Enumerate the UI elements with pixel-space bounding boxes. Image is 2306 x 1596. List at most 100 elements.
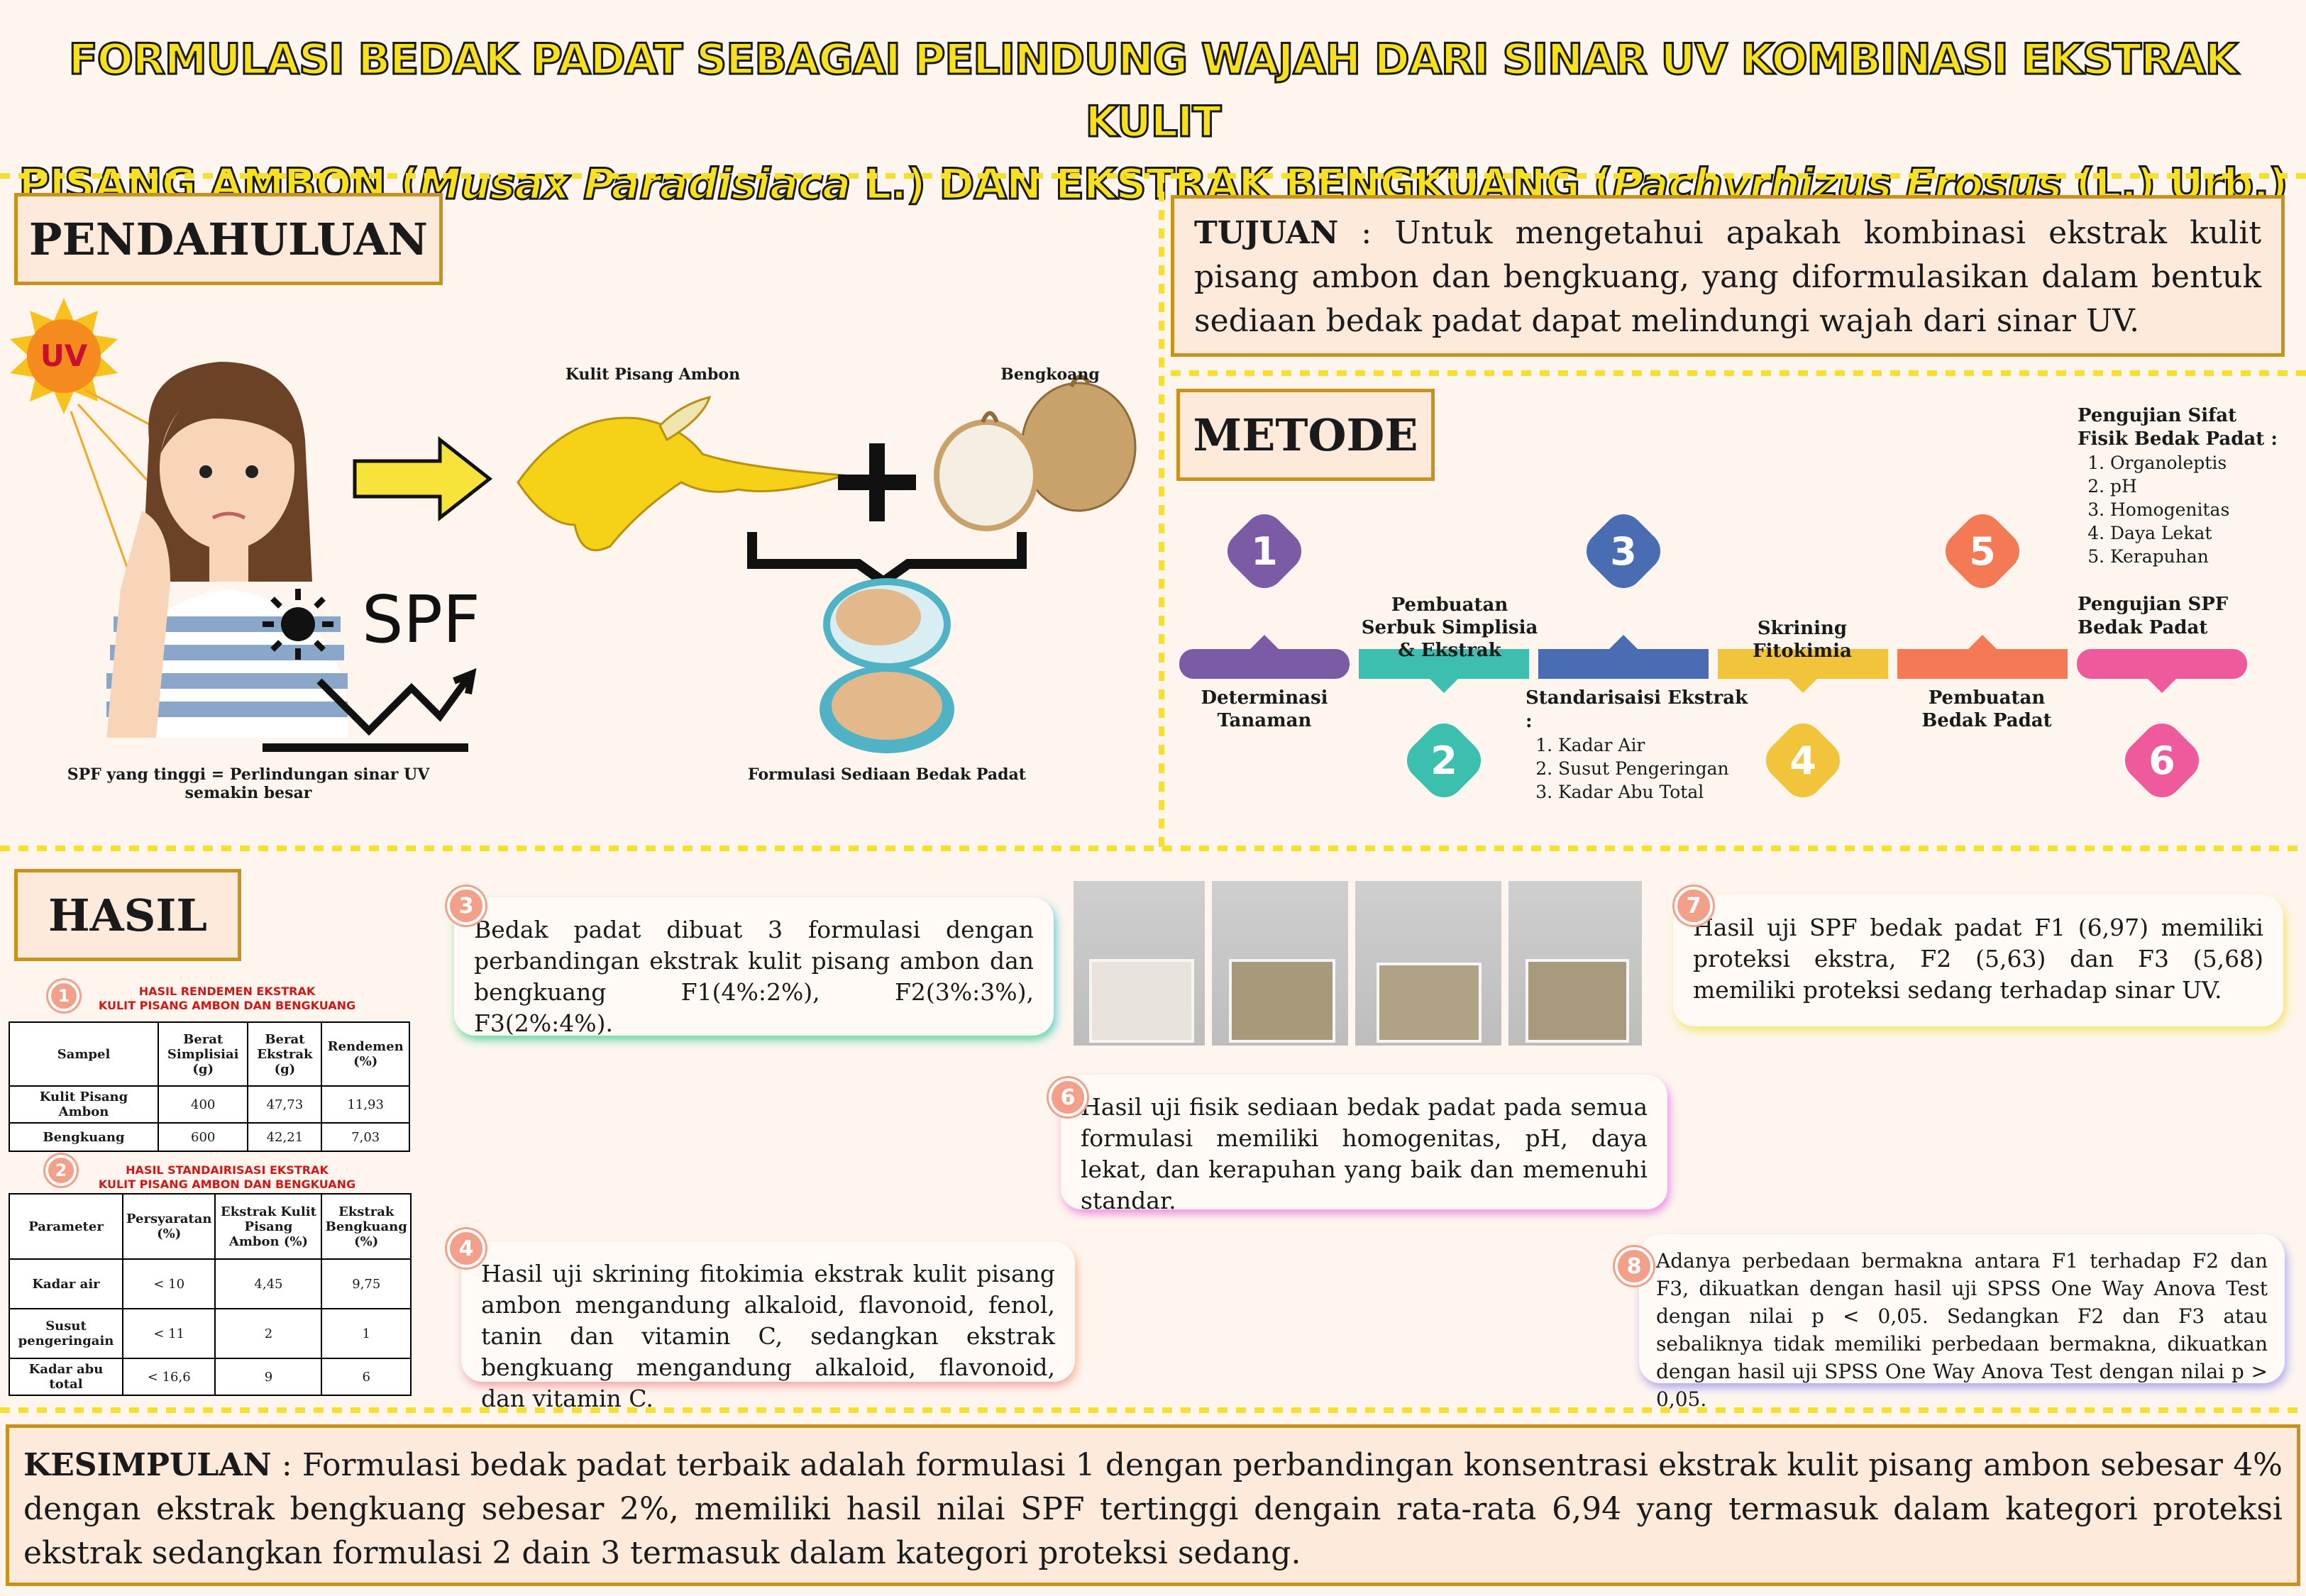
badge-4: 4 — [447, 1229, 485, 1268]
td: Susut pengeringain — [9, 1308, 123, 1359]
td: 4,45 — [214, 1258, 323, 1309]
table-row: Bengkuang 600 42,21 7,03 — [9, 1122, 410, 1152]
td: Kadar abu total — [9, 1358, 123, 1396]
divider — [0, 173, 1149, 179]
standarisasi-table: Parameter Persyaratan (%) Ekstrak Kulit … — [9, 1193, 412, 1396]
step-label-5: Pembuatan Bedak Padat — [1921, 687, 2052, 731]
result-card-3: Bedak padat dibuat 3 formulasi dengan pe… — [454, 897, 1054, 1037]
sample-photo-4 — [1508, 881, 1642, 1046]
caption-line: KULIT PISANG AMBON DAN BENGKUANG — [98, 999, 356, 1012]
banana-label: Kulit Pisang Ambon — [565, 365, 741, 384]
spf-caption: SPF yang tinggi = Perlindungan sinar UV … — [67, 765, 430, 802]
step-label-2: Pembuatan Serbuk Simplisia & Ekstrak — [1361, 594, 1538, 661]
td: 2 — [214, 1308, 323, 1359]
td: 1 — [321, 1308, 412, 1359]
timeline-bar-1 — [1179, 649, 1350, 679]
plus-icon — [838, 443, 916, 521]
tujuan-label: TUJUAN — [1194, 215, 1339, 251]
jicama-icon — [934, 375, 1137, 531]
badge-3: 3 — [447, 887, 485, 925]
table-row: Susut pengeringain < 11 2 1 — [9, 1308, 412, 1359]
badge-1: 1 — [48, 980, 79, 1012]
divider — [1171, 173, 2306, 179]
td: 9 — [214, 1358, 323, 1396]
svg-text:3: 3 — [1610, 529, 1637, 574]
svg-text:6: 6 — [2148, 738, 2175, 783]
th: Rendemen (%) — [321, 1021, 410, 1087]
step-badge-4: 4 — [1765, 723, 1841, 798]
pendahuluan-illustration: UV SPF — [10, 298, 1137, 753]
fisik-item: Homogenitas — [2110, 498, 2290, 521]
sample-photo-2 — [1212, 881, 1348, 1046]
badge-7: 7 — [1675, 887, 1713, 925]
metode-heading: METODE — [1176, 389, 1435, 481]
td: 9,75 — [321, 1258, 412, 1309]
td: 47,73 — [247, 1085, 323, 1124]
fisik-item: Kerapuhan — [2110, 545, 2290, 568]
table-row: Kadar abu total < 16,6 9 6 — [9, 1358, 412, 1396]
td: Bengkuang — [9, 1122, 159, 1152]
fisik-title: Pengujian Sifat Fisik Bedak Padat : — [2078, 405, 2278, 450]
kesimpulan-label: KESIMPULAN — [23, 1447, 272, 1483]
th: Ekstrak Kulit Pisang Ambon (%) — [214, 1193, 323, 1260]
timeline-bar-6 — [2077, 649, 2247, 679]
td: Kulit Pisang Ambon — [9, 1085, 159, 1124]
arrow-right-icon — [353, 436, 493, 522]
kesimpulan-text: : Formulasi bedak padat terbaik adalah f… — [23, 1447, 2283, 1571]
step-label-4: Skrining Fitokimia — [1753, 618, 1852, 662]
powder-label: Formulasi Sediaan Bedak Padat — [748, 765, 1026, 784]
jicama-label: Bengkoang — [1000, 365, 1100, 384]
svg-text:2: 2 — [1430, 738, 1457, 783]
step-badge-1: 1 — [1227, 514, 1302, 589]
step-badge-3: 3 — [1586, 514, 1661, 589]
table-row: Kadar air < 10 4,45 9,75 — [9, 1258, 412, 1309]
banana-peel-icon — [517, 395, 845, 552]
svg-text:5: 5 — [1969, 529, 1996, 574]
std-item: Kadar Air — [1558, 733, 1760, 757]
timeline-bar-2 — [1359, 649, 1529, 679]
step-badge-2: 2 — [1406, 723, 1482, 798]
badge-6: 6 — [1049, 1078, 1087, 1116]
td: 6 — [321, 1358, 412, 1396]
tujuan-text: : Untuk mengetahui apakah kombinasi ekst… — [1194, 215, 2261, 339]
std-title: Standarisaisi Ekstrak : — [1526, 687, 1748, 732]
result-card-4: Hasil uji skrining fitokimia ekstrak kul… — [461, 1241, 1075, 1412]
timeline-bar-4 — [1718, 649, 1888, 679]
svg-text:4: 4 — [1789, 738, 1816, 783]
tujuan-panel: TUJUAN : Untuk mengetahui apakah kombina… — [1171, 195, 2285, 357]
sun-icon: UV — [10, 298, 118, 414]
result-card-7: Hasil uji SPF bedak padat F1 (6,97) memi… — [1673, 895, 2283, 1026]
step-badge-6: 6 — [2124, 723, 2200, 798]
th: Sampel — [9, 1021, 159, 1087]
std-item: Kadar Abu Total — [1558, 780, 1760, 804]
td: < 16,6 — [121, 1358, 216, 1396]
rendemen-table: Sampel Berat Simplisiai (g) Berat Ekstra… — [9, 1021, 410, 1152]
spf-icon: SPF — [263, 582, 480, 752]
badge-2: 2 — [45, 1155, 77, 1186]
sample-photo-1 — [1074, 881, 1205, 1046]
svg-text:1: 1 — [1251, 529, 1278, 574]
divider — [1171, 370, 2306, 376]
table-row: Kulit Pisang Ambon 400 47,73 11,93 — [9, 1085, 410, 1124]
divider — [1159, 173, 1164, 847]
divider — [0, 846, 2306, 851]
timeline-bar-3 — [1538, 649, 1709, 679]
table-2-caption: HASIL STANDAIRISASI EKSTRAK KULIT PISANG… — [71, 1163, 383, 1192]
td: 42,21 — [247, 1122, 323, 1152]
result-card-6: Hasil uji fisik sediaan bedak padat pada… — [1061, 1075, 1667, 1214]
th: Persyaratan (%) — [121, 1193, 216, 1260]
th: Parameter — [9, 1193, 123, 1260]
kesimpulan-panel: KESIMPULAN : Formulasi bedak padat terba… — [6, 1424, 2300, 1586]
td: 400 — [157, 1085, 249, 1124]
table-header: Sampel Berat Simplisiai (g) Berat Ekstra… — [9, 1021, 410, 1087]
divider — [0, 1407, 2306, 1413]
spf-text: SPF — [362, 582, 480, 658]
td: 11,93 — [321, 1085, 410, 1124]
td: < 11 — [121, 1308, 216, 1359]
fisik-item: Daya Lekat — [2110, 521, 2290, 545]
compact-powder-icon — [820, 578, 954, 753]
result-card-8: Adanya perbedaan bermakna antara F1 terh… — [1639, 1234, 2285, 1411]
table-1-caption: HASIL RENDEMEN EKSTRAK KULIT PISANG AMBO… — [71, 985, 383, 1013]
hasil-heading: HASIL — [14, 869, 241, 961]
td: 7,03 — [321, 1122, 410, 1152]
